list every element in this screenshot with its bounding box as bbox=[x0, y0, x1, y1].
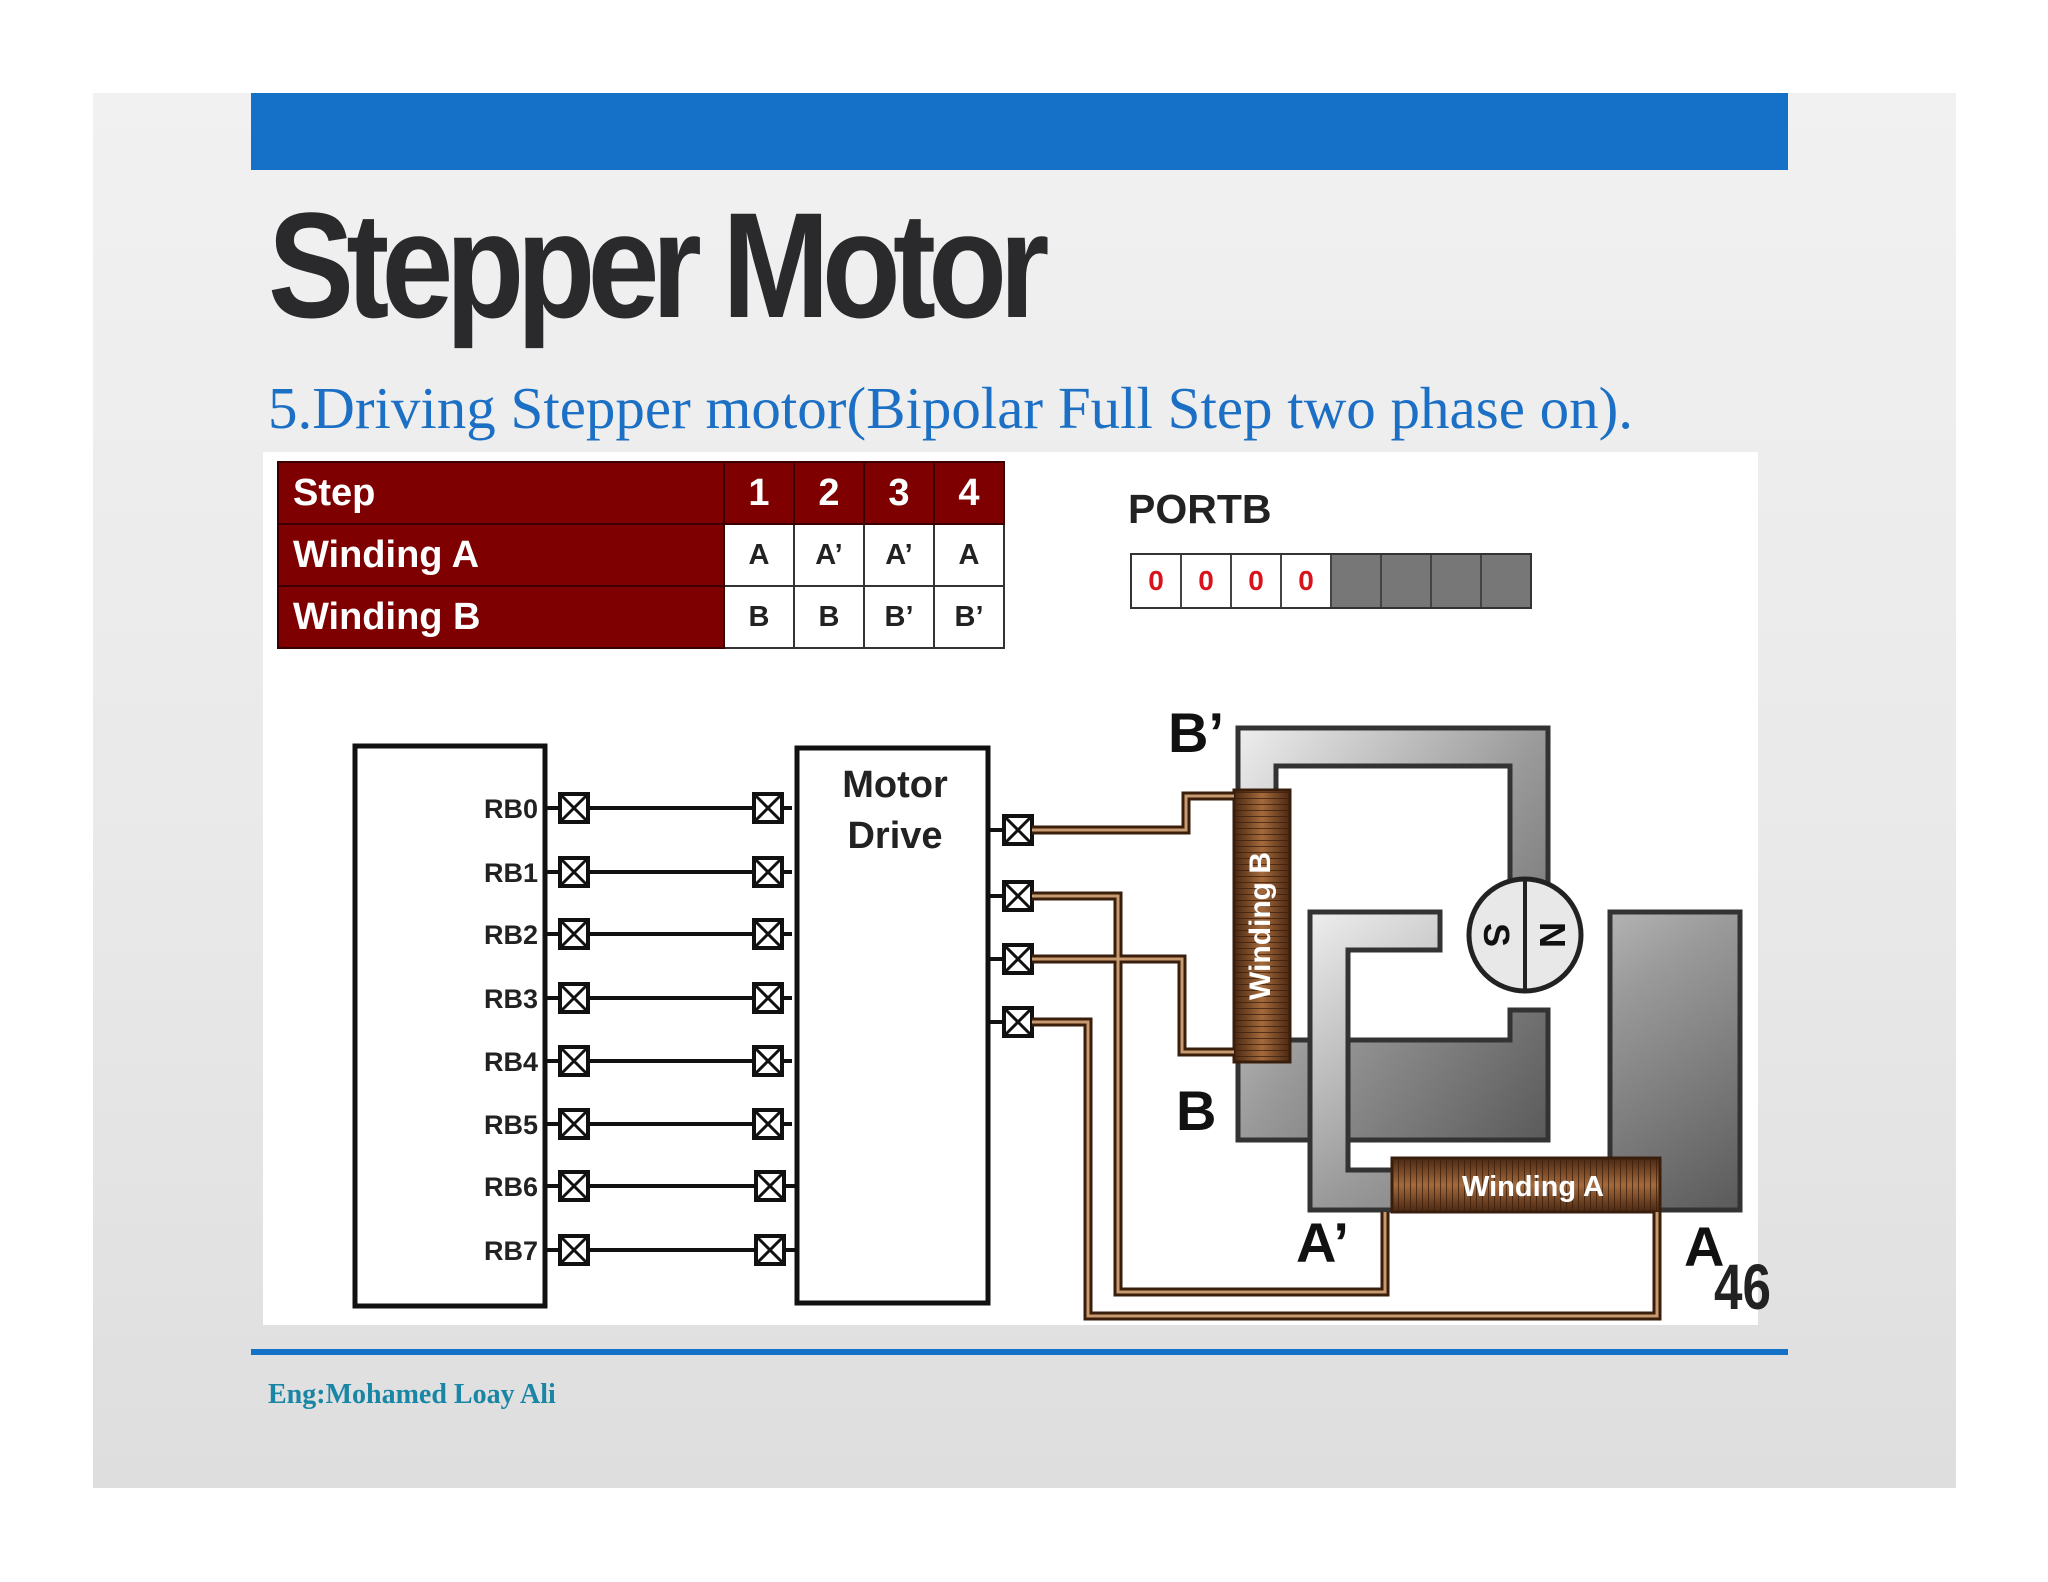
driver-output-terminals bbox=[988, 814, 1034, 1038]
winding-a-cell: A’ bbox=[863, 523, 935, 587]
winding-a-row: Winding A A A’ A’ A bbox=[277, 523, 1005, 587]
header-bar bbox=[251, 93, 1788, 170]
winding-a-cell: A’ bbox=[793, 523, 865, 587]
pin-label: RB5 bbox=[484, 1110, 538, 1140]
pin-row: RB1 bbox=[484, 856, 792, 888]
winding-b-cell: B bbox=[793, 585, 865, 649]
page-number: 46 bbox=[1714, 1251, 1771, 1323]
pin-row: RB6 bbox=[484, 1170, 797, 1202]
slide-subtitle: 5.Driving Stepper motor(Bipolar Full Ste… bbox=[268, 375, 1634, 441]
motor-wires bbox=[1032, 791, 1662, 1321]
microcontroller-box bbox=[352, 743, 548, 1309]
portb-unused-bit bbox=[1382, 555, 1432, 607]
portb-bit: 0 bbox=[1132, 555, 1182, 607]
terminal-a-label: A bbox=[1684, 1215, 1724, 1278]
motor-drive-label-2: Drive bbox=[847, 815, 942, 857]
pin-row: RB3 bbox=[484, 982, 792, 1014]
winding-b-row: Winding B B B B’ B’ bbox=[277, 585, 1005, 649]
terminal-b-label: B bbox=[1176, 1079, 1216, 1142]
portb-bit: 0 bbox=[1282, 555, 1332, 607]
pin-label: RB6 bbox=[484, 1172, 538, 1202]
winding-b-label: Winding B bbox=[1244, 852, 1277, 1000]
pin-label: RB0 bbox=[484, 794, 538, 824]
x-box-terminal-icon bbox=[752, 1045, 784, 1077]
rotor-north-label: N bbox=[1532, 922, 1573, 948]
motor-drive-box bbox=[794, 745, 991, 1306]
x-box-terminal-icon bbox=[558, 982, 590, 1014]
pin-row: RB5 bbox=[484, 1108, 792, 1140]
winding-a-label: Winding A bbox=[1462, 1171, 1604, 1203]
x-box-terminal-icon bbox=[754, 1234, 786, 1266]
portb-label: PORTB bbox=[1128, 486, 1272, 532]
x-box-terminal-icon bbox=[558, 792, 590, 824]
motor-drive-label-1: Motor bbox=[842, 764, 948, 806]
pin-rows: RB0 RB1 RB2 RB3 RB4 bbox=[484, 792, 797, 1266]
winding-b-label: Winding B bbox=[277, 585, 725, 649]
step-cell: 1 bbox=[723, 461, 795, 525]
x-box-terminal-icon bbox=[988, 814, 1034, 846]
x-box-terminal-icon bbox=[558, 1234, 590, 1266]
x-box-terminal-icon bbox=[752, 918, 784, 950]
pin-row: RB7 bbox=[484, 1234, 797, 1266]
portb-bit: 0 bbox=[1182, 555, 1232, 607]
step-cell: 4 bbox=[933, 461, 1005, 525]
pin-label: RB1 bbox=[484, 858, 538, 888]
x-box-terminal-icon bbox=[558, 1170, 590, 1202]
footer-author: Eng:Mohamed Loay Ali bbox=[268, 1379, 556, 1410]
x-box-terminal-icon bbox=[752, 1108, 784, 1140]
x-box-terminal-icon bbox=[558, 1045, 590, 1077]
x-box-terminal-icon bbox=[558, 918, 590, 950]
footer-divider bbox=[251, 1349, 1788, 1355]
winding-a-coil: Winding A bbox=[1390, 1156, 1662, 1214]
x-box-terminal-icon bbox=[558, 1108, 590, 1140]
x-box-terminal-icon bbox=[752, 792, 784, 824]
x-box-terminal-icon bbox=[988, 880, 1034, 912]
x-box-terminal-icon bbox=[988, 1006, 1034, 1038]
pin-label: RB7 bbox=[484, 1236, 538, 1266]
slide-title: Stepper Motor bbox=[268, 181, 1049, 349]
winding-a-cell: A bbox=[723, 523, 795, 587]
pin-label: RB2 bbox=[484, 920, 538, 950]
x-box-terminal-icon bbox=[752, 982, 784, 1014]
pin-row: RB4 bbox=[484, 1045, 792, 1077]
pin-row: RB2 bbox=[484, 918, 792, 950]
x-box-terminal-icon bbox=[754, 1170, 786, 1202]
winding-a-cell: A bbox=[933, 523, 1005, 587]
portb-unused-bit bbox=[1432, 555, 1482, 607]
terminal-b-prime-label: B’ bbox=[1168, 701, 1224, 764]
portb-register: 0 0 0 0 bbox=[1130, 553, 1532, 609]
terminal-a-prime-label: A’ bbox=[1296, 1211, 1349, 1274]
pin-label: RB4 bbox=[484, 1047, 538, 1077]
rotor: S N bbox=[1466, 876, 1584, 994]
pin-label: RB3 bbox=[484, 984, 538, 1014]
step-cell: 2 bbox=[793, 461, 865, 525]
rotor-south-label: S bbox=[1476, 923, 1517, 947]
step-row-label: Step bbox=[277, 461, 725, 525]
step-table: Step 1 2 3 4 Winding A A A’ A’ A Winding… bbox=[277, 461, 1005, 649]
x-box-terminal-icon bbox=[558, 856, 590, 888]
winding-b-cell: B bbox=[723, 585, 795, 649]
winding-b-coil: Winding B bbox=[1232, 788, 1292, 1064]
portb-unused-bit bbox=[1482, 555, 1530, 607]
winding-b-cell: B’ bbox=[933, 585, 1005, 649]
winding-a-label: Winding A bbox=[277, 523, 725, 587]
step-row: Step 1 2 3 4 bbox=[277, 461, 1005, 525]
portb-unused-bit bbox=[1332, 555, 1382, 607]
winding-b-cell: B’ bbox=[863, 585, 935, 649]
pin-row: RB0 bbox=[484, 792, 792, 824]
portb-bit: 0 bbox=[1232, 555, 1282, 607]
x-box-terminal-icon bbox=[988, 943, 1034, 975]
step-cell: 3 bbox=[863, 461, 935, 525]
x-box-terminal-icon bbox=[752, 856, 784, 888]
